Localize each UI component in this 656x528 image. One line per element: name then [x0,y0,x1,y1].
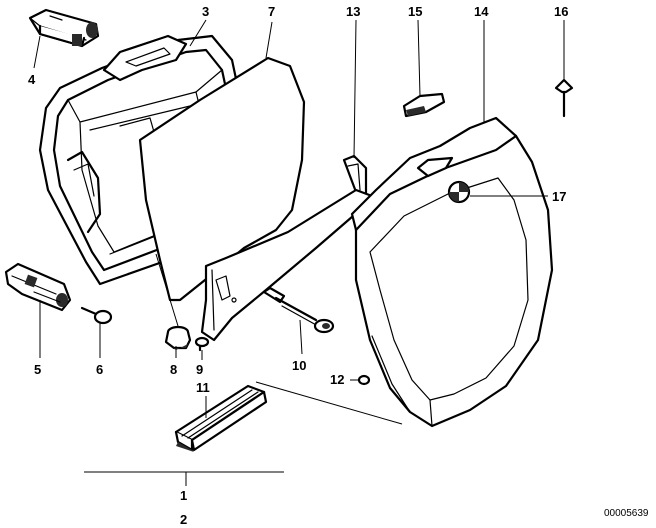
callout-12: 12 [330,372,344,387]
callout-1: 1 [180,488,187,503]
callout-14: 14 [474,4,489,19]
part-15-clip [402,92,446,118]
part-4-bracket [28,8,100,48]
callout-labels: 1 2 3 4 5 6 7 8 9 10 11 12 13 14 15 16 1… [28,4,649,527]
part-11-strips [174,384,268,452]
callout-8: 8 [170,362,177,377]
callout-7: 7 [268,4,275,19]
callout-13: 13 [346,4,360,19]
callout-6: 6 [96,362,103,377]
part-6-key [80,306,113,325]
part-16-pin [554,78,574,118]
callout-2: 2 [180,512,187,527]
callout-10: 10 [292,358,306,373]
part-5-latch [4,262,72,312]
part-7-liner [138,56,306,302]
part-10-rod [262,286,335,334]
reference-code: 00005639 [604,508,649,519]
part-9-screw [194,336,210,352]
part-13-strip [342,154,368,198]
callout-9: 9 [196,362,203,377]
leader-lines [33,19,565,486]
part-12-nut [357,374,371,386]
callout-11: 11 [196,380,210,395]
part-13-panel [200,188,374,342]
callout-17: 17 [552,189,566,204]
part-8-buffer [164,325,192,350]
callout-15: 15 [408,4,422,19]
callout-5: 5 [34,362,41,377]
callout-3: 3 [202,4,209,19]
callout-4: 4 [28,72,36,87]
part-14-lid [350,116,554,428]
callout-16: 16 [554,4,568,19]
